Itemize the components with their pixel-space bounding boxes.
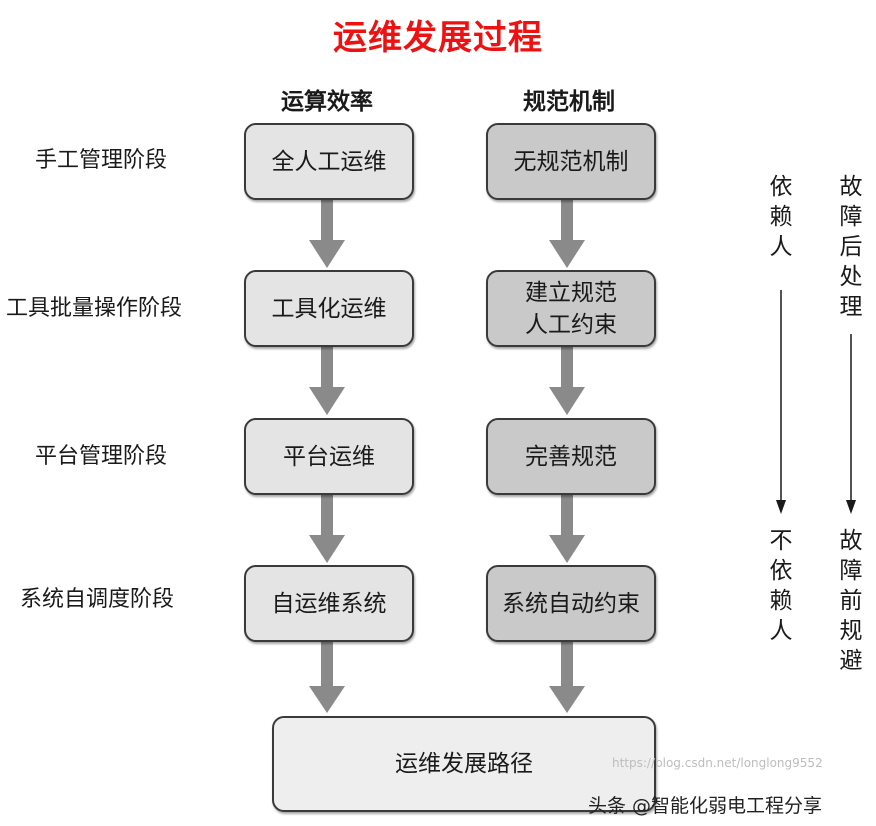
diagram-title: 运维发展过程 bbox=[333, 18, 543, 58]
stage-label-manual: 手工管理阶段 bbox=[35, 148, 168, 173]
box-platform-ops: 平台运维 bbox=[244, 418, 414, 495]
box-ops-development-path: 运维发展路径 bbox=[272, 716, 656, 812]
dependency-arrow bbox=[776, 290, 786, 514]
arrow-left-4 bbox=[309, 641, 345, 713]
stage-label-platform: 平台管理阶段 bbox=[35, 444, 168, 469]
fault-handling-end-label: 故 障 前 规 避 bbox=[839, 528, 863, 674]
box-full-manual-ops: 全人工运维 bbox=[244, 123, 414, 200]
box-tool-ops: 工具化运维 bbox=[244, 270, 414, 347]
dependency-start-label: 依 赖 人 bbox=[769, 174, 793, 260]
arrow-left-2 bbox=[309, 347, 345, 415]
arrow-right-1 bbox=[549, 200, 585, 268]
column-header-efficiency: 运算效率 bbox=[281, 89, 373, 115]
arrow-left-1 bbox=[309, 200, 345, 268]
box-system-auto-constraint: 系统自动约束 bbox=[486, 565, 656, 642]
box-no-norms: 无规范机制 bbox=[486, 123, 656, 200]
box-improve-norms: 完善规范 bbox=[486, 418, 656, 495]
faint-url-watermark: https://blog.csdn.net/longlong9552 bbox=[612, 756, 823, 770]
arrow-right-3 bbox=[549, 495, 585, 563]
arrow-left-3 bbox=[309, 495, 345, 563]
arrow-right-4 bbox=[549, 641, 585, 713]
stage-label-self-scheduling: 系统自调度阶段 bbox=[20, 587, 175, 612]
toutiao-watermark: 头条 @智能化弱电工程分享 bbox=[588, 795, 823, 817]
arrow-right-2 bbox=[549, 347, 585, 415]
dependency-end-label: 不 依 赖 人 bbox=[769, 528, 793, 644]
box-build-norms: 建立规范 人工约束 bbox=[486, 270, 656, 347]
stage-label-tool-batch: 工具批量操作阶段 bbox=[6, 296, 183, 321]
fault-handling-arrow bbox=[846, 334, 856, 514]
box-self-ops-system: 自运维系统 bbox=[244, 565, 414, 642]
column-header-norms: 规范机制 bbox=[523, 89, 615, 115]
fault-handling-start-label: 故 障 后 处 理 bbox=[839, 174, 863, 320]
